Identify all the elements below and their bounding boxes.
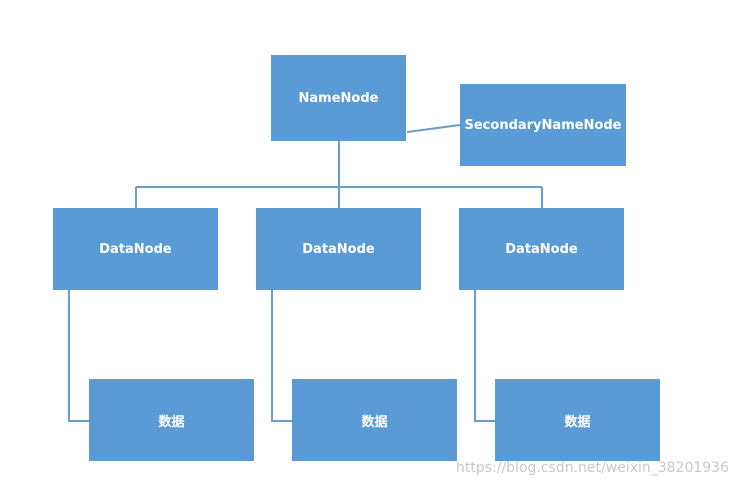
secondary-namenode-label: SecondaryNameNode	[464, 117, 622, 133]
datanode-box-1: DataNode	[53, 208, 218, 290]
namenode-secondary-line	[406, 124, 461, 133]
namenode-label: NameNode	[298, 90, 379, 106]
datanode-3-to-data-line	[474, 290, 495, 422]
data-block-label: 数据	[361, 414, 388, 430]
data-block-1: 数据	[89, 379, 254, 461]
data-block-3: 数据	[495, 379, 660, 461]
datanode-2-to-data-line	[271, 290, 292, 422]
data-block-2: 数据	[292, 379, 457, 461]
data-block-label: 数据	[564, 414, 591, 430]
datanode-label: DataNode	[505, 241, 578, 257]
namenode-box: NameNode	[271, 55, 406, 141]
secondary-namenode-box: SecondaryNameNode	[460, 84, 626, 166]
data-block-label: 数据	[158, 414, 185, 430]
watermark-text: https://blog.csdn.net/weixin_38201936	[455, 460, 729, 476]
datanode-label: DataNode	[302, 241, 375, 257]
datanode-box-3: DataNode	[459, 208, 624, 290]
datanode-1-to-data-line	[68, 290, 89, 422]
datanode-box-2: DataNode	[256, 208, 421, 290]
datanode-label: DataNode	[99, 241, 172, 257]
